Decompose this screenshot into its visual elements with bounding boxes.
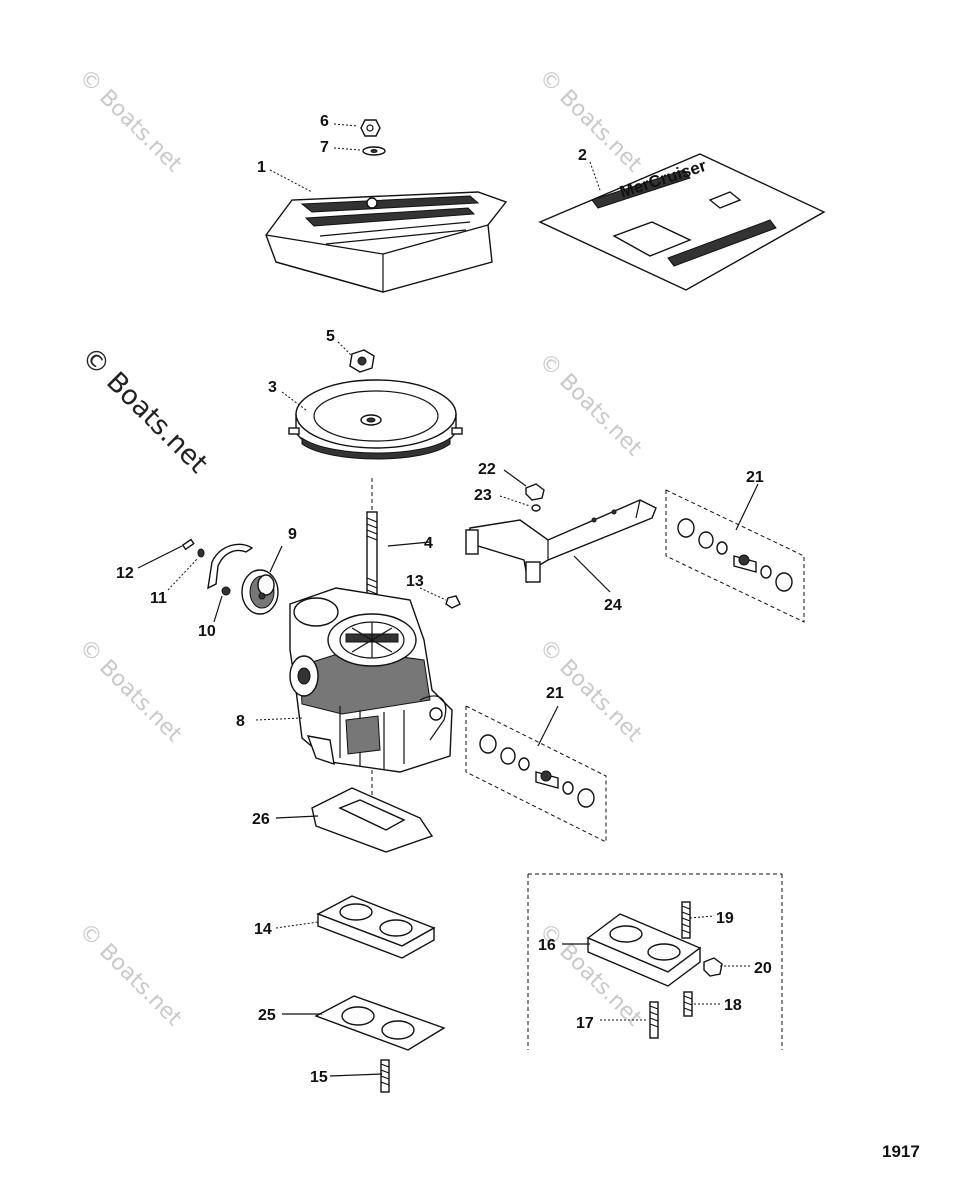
watermark: © Boats.net	[534, 349, 647, 462]
part-23-washer	[531, 504, 541, 512]
callout-22: 22	[478, 461, 496, 478]
callout-13: 13	[406, 573, 424, 590]
inset-spacer-kit	[527, 873, 783, 1050]
callout-23: 23	[474, 487, 492, 504]
callout-8: 8	[236, 713, 245, 730]
callout-1: 1	[257, 159, 266, 176]
callout-26: 26	[252, 811, 270, 828]
callout-2: 2	[578, 147, 587, 164]
part-8-carburetor	[289, 587, 453, 773]
callout-3: 3	[268, 379, 277, 396]
callout-12: 12	[116, 565, 134, 582]
callout-10: 10	[198, 623, 216, 640]
callout-6: 6	[320, 113, 329, 130]
part-12-screw	[181, 538, 195, 551]
callout-15: 15	[310, 1069, 328, 1086]
part-13-screw	[445, 595, 461, 609]
part-1-cover	[265, 191, 508, 293]
callout-20: 20	[754, 960, 772, 977]
callout-16: 16	[538, 937, 556, 954]
callout-14: 14	[254, 921, 272, 938]
watermark: © Boats.net	[74, 919, 187, 1032]
callouts: 1 2 3 4 5 6 7 8 9 10 11 12 13 14 15 16 1…	[116, 113, 772, 1086]
callout-11: 11	[150, 590, 167, 607]
part-14-spacer	[316, 895, 436, 959]
callout-18: 18	[724, 997, 742, 1014]
part-24-bracket	[465, 499, 657, 584]
part-22-nut	[525, 483, 545, 501]
part-6-nut	[360, 119, 381, 137]
callout-9: 9	[288, 526, 297, 543]
callout-19: 19	[716, 910, 734, 927]
part-3-flame-arrestor	[288, 379, 463, 460]
part-10-clip	[207, 543, 254, 596]
part-4-stud	[366, 511, 378, 605]
callout-7: 7	[320, 139, 329, 156]
part-25-gasket	[314, 995, 446, 1051]
callout-24: 24	[604, 597, 622, 614]
watermark: © Boats.net	[74, 65, 187, 178]
leader-lines	[137, 123, 759, 1077]
part-2-decal: MerCruiser	[538, 153, 826, 291]
part-21-upper-kit	[665, 489, 805, 623]
part-21-lower-kit	[465, 705, 607, 843]
callout-5: 5	[326, 328, 335, 345]
figure-number: 1917	[882, 1142, 920, 1161]
callout-17: 17	[576, 1015, 594, 1032]
part-11-washer	[197, 548, 205, 558]
watermark-prominent: © Boats.net	[75, 341, 213, 479]
part-7-washer	[362, 146, 386, 156]
watermark: © Boats.net	[534, 65, 647, 178]
part-5-nut	[349, 349, 375, 373]
part-9-pulldown	[241, 569, 279, 615]
callout-4: 4	[424, 535, 433, 552]
watermark: © Boats.net	[74, 635, 187, 748]
callout-21a: 21	[746, 469, 764, 486]
callout-21b: 21	[546, 685, 564, 702]
part-15-stud	[380, 1059, 390, 1093]
callout-25: 25	[258, 1007, 276, 1024]
part-26-gasket	[311, 787, 434, 853]
